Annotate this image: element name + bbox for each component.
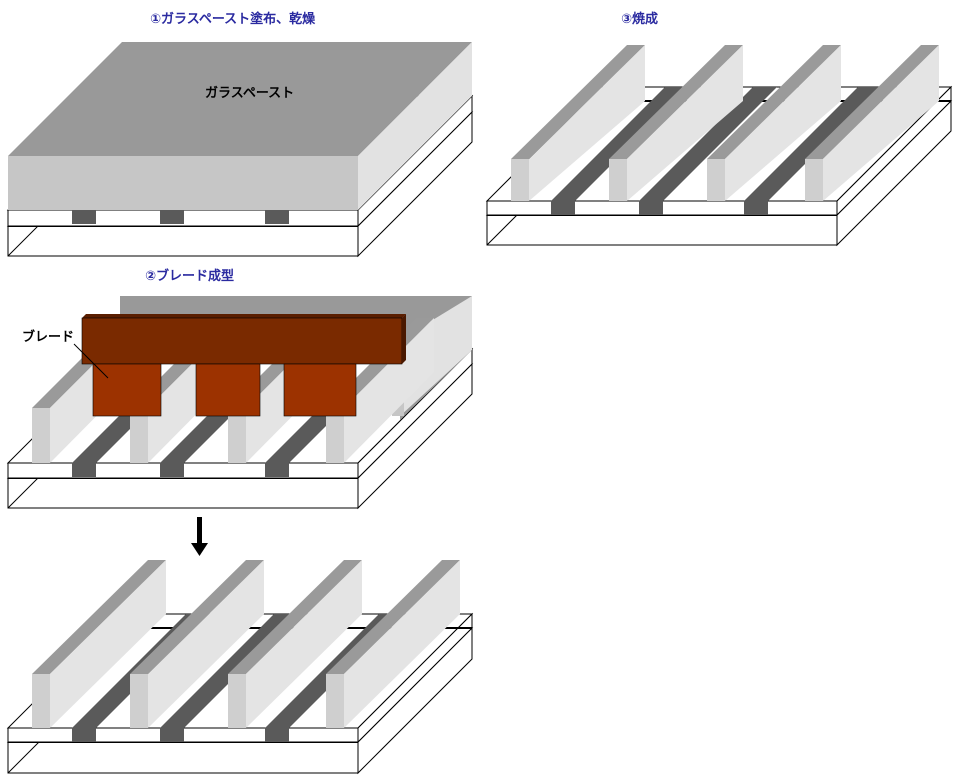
blade-tooth [283, 363, 357, 417]
blade-body [81, 317, 403, 365]
step1-title: ①ガラスペースト塗布、乾燥 [150, 11, 316, 27]
step2-title: ②ブレード成型 [145, 268, 234, 284]
step3-ribs [511, 45, 939, 201]
rib [511, 45, 645, 201]
blade-tooth [195, 363, 261, 417]
blade-label: ブレード [22, 329, 74, 345]
down-arrow-icon [191, 517, 208, 556]
rib [32, 560, 166, 728]
step3-title: ③焼成 [621, 11, 658, 27]
rib [130, 560, 264, 728]
rib [805, 45, 939, 201]
rib [326, 560, 460, 728]
paste-side-face [358, 42, 472, 210]
glass-paste-label: ガラスペースト [205, 86, 294, 101]
blade-leader-line [73, 343, 109, 379]
paste-front-face [8, 156, 358, 210]
blade-end-face [402, 314, 406, 364]
glass-paste-layer [8, 42, 472, 210]
rib [707, 45, 841, 201]
rib [609, 45, 743, 201]
blade-tooth [92, 363, 162, 417]
rib [228, 560, 362, 728]
result-ribs [32, 560, 460, 728]
blade [81, 314, 406, 417]
paste-top-face [8, 42, 472, 156]
blade-top-face [82, 314, 406, 318]
